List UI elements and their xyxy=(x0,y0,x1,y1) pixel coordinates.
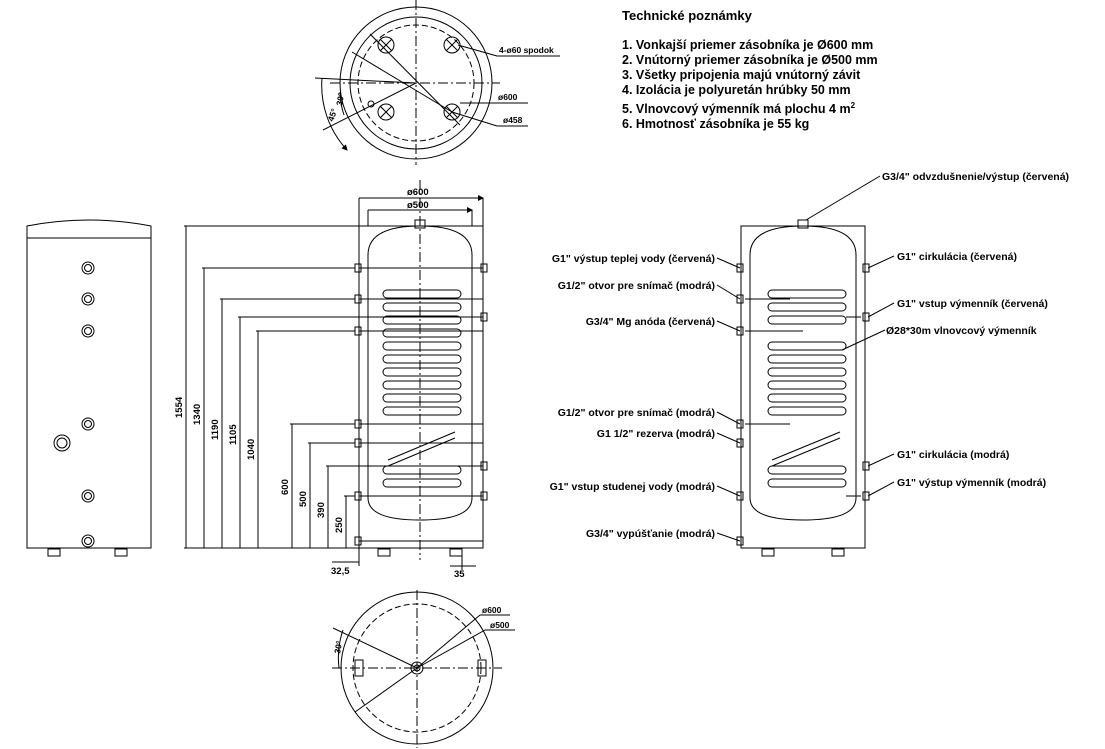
note-1: 1. Vonkajší priemer zásobníka je Ø600 mm xyxy=(622,38,874,52)
label-exchanger-out: G1" výstup výmenník (modrá) xyxy=(897,477,1046,489)
label-reserve: G1 1/2" rezerva (modrá) xyxy=(597,428,715,440)
technical-notes: Technické poznámky 1. Vonkajší priemer z… xyxy=(622,8,878,132)
dim-bottom-left: 32,5 xyxy=(331,566,350,577)
dim-500: 500 xyxy=(298,491,309,507)
bottom-view xyxy=(332,590,515,748)
front-view xyxy=(26,219,152,557)
bottom-inner-label: ø500 xyxy=(490,620,510,630)
top-holes-label: 4-ø60 spodok xyxy=(499,45,554,55)
front-body xyxy=(26,219,152,549)
label-exchanger-in: G1" vstup výmenník (červená) xyxy=(897,298,1048,310)
bottom-angle: 30° xyxy=(332,639,344,654)
dim-1554: 1554 xyxy=(174,396,185,418)
conn-coil-lower xyxy=(767,431,847,488)
conn-coil-upper xyxy=(767,289,847,416)
section-d-inner: ø500 xyxy=(407,200,429,211)
label-cold-water-in: G1" vstup studenej vody (modrá) xyxy=(550,481,715,493)
dim-1105: 1105 xyxy=(228,424,239,445)
label-mg-anode: G3/4" Mg anóda (červená) xyxy=(586,316,715,328)
note-4: 4. Izolácia je polyuretán hrúbky 50 mm xyxy=(622,83,851,97)
top-view xyxy=(314,0,560,165)
dim-1190: 1190 xyxy=(210,419,221,440)
note-5: 5. Vlnovcový výmenník má plochu 4 m2 xyxy=(622,98,878,117)
note-6: 6. Hmotnosť zásobníka je 55 kg xyxy=(622,117,810,132)
dim-1340: 1340 xyxy=(192,404,203,425)
label-sensor-1: G1/2" otvor pre snímač (modrá) xyxy=(558,280,715,292)
conn-inner-vessel xyxy=(749,225,857,521)
bottom-outer-label: ø600 xyxy=(482,605,502,615)
section-coil-lower xyxy=(382,431,462,488)
top-angle-2: 45° xyxy=(325,107,339,123)
section-ports xyxy=(354,263,488,546)
conn-ports xyxy=(736,263,870,546)
note-5-text: 5. Vlnovcový výmenník má plochu 4 m xyxy=(622,102,851,117)
label-circulation-red: G1" cirkulácia (červená) xyxy=(897,251,1017,263)
connection-view xyxy=(716,175,895,557)
dim-250: 250 xyxy=(334,517,345,533)
dim-bottom-right: 35 xyxy=(454,569,465,580)
section-d-outer: ø600 xyxy=(407,187,429,198)
note-2: 2. Vnútorný priemer zásobníka je Ø500 mm xyxy=(622,53,878,67)
dim-600: 600 xyxy=(280,479,291,495)
note-3: 3. Všetky pripojenia majú vnútorný závit xyxy=(622,68,861,82)
dim-390: 390 xyxy=(316,502,327,518)
front-ports xyxy=(53,261,95,548)
top-inner-label: ø458 xyxy=(503,115,523,125)
label-drain: G3/4" vypúšťanie (modrá) xyxy=(586,528,715,540)
label-hot-water-out: G1" výstup teplej vody (červená) xyxy=(552,253,715,265)
dim-1040: 1040 xyxy=(246,439,257,460)
notes-title: Technické poznámky xyxy=(622,8,752,23)
note-5-sup: 2 xyxy=(850,101,856,110)
label-sensor-2: G1/2" otvor pre snímač (modrá) xyxy=(558,407,715,419)
section-view xyxy=(184,180,488,570)
label-circulation-blue: G1" cirkulácia (modrá) xyxy=(897,449,1009,461)
section-inner-vessel xyxy=(367,225,473,521)
label-air-vent: G3/4" odvzdušnenie/výstup (červená) xyxy=(882,171,1069,183)
top-angle-1: 30° xyxy=(334,91,346,106)
top-outer-label: ø600 xyxy=(498,92,518,102)
label-exchanger-coil: Ø28*30m vlnovcový výmenník xyxy=(886,325,1037,337)
section-coil-upper xyxy=(382,289,462,416)
